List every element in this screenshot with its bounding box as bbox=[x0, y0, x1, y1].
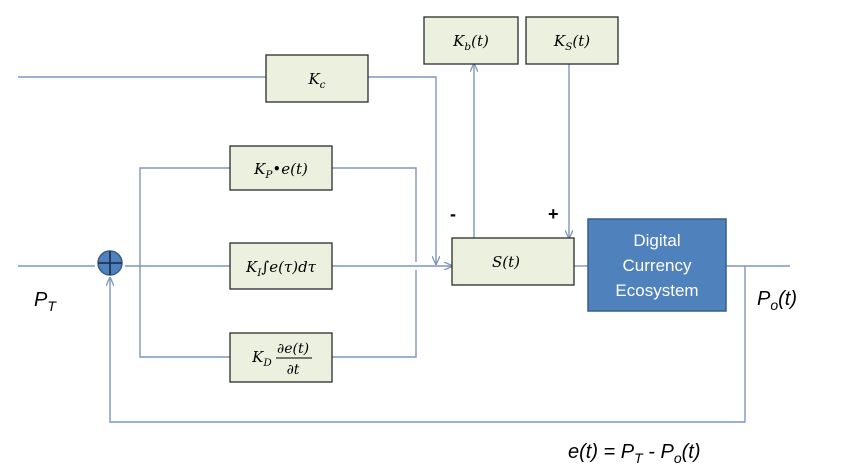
error-b: - P bbox=[643, 441, 675, 463]
block-kb: Kb(t) bbox=[423, 16, 519, 65]
feedback-arrow bbox=[110, 266, 746, 423]
ks-rest: (t) bbox=[572, 32, 590, 50]
block-kc: Kc bbox=[265, 54, 369, 103]
kd-sub: D bbox=[262, 357, 272, 369]
kb-sub: b bbox=[464, 41, 471, 53]
kp-output-line bbox=[332, 167, 417, 262]
block-s: S(t) bbox=[451, 237, 575, 286]
ki-rest: ∫e(τ)dτ bbox=[261, 258, 316, 276]
kc-sub: c bbox=[320, 79, 326, 91]
ecosystem-line3: Ecosystem bbox=[615, 281, 698, 300]
svg-text:KS(t): KS(t) bbox=[553, 32, 590, 53]
pt-label: PT bbox=[34, 289, 57, 314]
ecosystem-line2: Currency bbox=[623, 256, 692, 275]
connections bbox=[18, 64, 790, 423]
kd-main: K bbox=[251, 348, 264, 366]
svg-text:KI∫e(τ)dτ: KI∫e(τ)dτ bbox=[245, 258, 317, 279]
po-rest: (t) bbox=[778, 288, 797, 310]
kc-output-arrow bbox=[368, 76, 436, 264]
error-a-sub: T bbox=[634, 450, 644, 466]
kd-denominator: ∂t bbox=[287, 362, 300, 378]
svg-text:KP•e(t): KP•e(t) bbox=[253, 160, 308, 181]
kb-rest: (t) bbox=[471, 32, 489, 50]
ks-main: K bbox=[553, 32, 566, 50]
error-a: e(t) = P bbox=[568, 441, 635, 463]
kb-main: K bbox=[452, 32, 465, 50]
svg-text:Kb(t): Kb(t) bbox=[452, 32, 489, 53]
block-ki: KI∫e(τ)dτ bbox=[229, 242, 333, 290]
svg-text:Kc: Kc bbox=[307, 70, 325, 91]
pt-main: P bbox=[34, 289, 48, 311]
kp-main: K bbox=[253, 160, 266, 178]
branch-to-kp-line bbox=[139, 167, 230, 266]
po-label: Po(t) bbox=[757, 288, 797, 313]
kc-main: K bbox=[307, 70, 320, 88]
ki-sub: I bbox=[256, 267, 262, 279]
kp-rest: •e(t) bbox=[272, 160, 308, 178]
kd-numerator: ∂e(t) bbox=[277, 341, 309, 357]
minus-sign: - bbox=[450, 204, 456, 224]
block-kp: KP•e(t) bbox=[229, 145, 333, 191]
svg-text:KD: KD bbox=[251, 348, 272, 369]
pt-sub: T bbox=[47, 298, 57, 314]
error-c: (t) bbox=[682, 441, 701, 463]
block-ecosystem: Digital Currency Ecosystem bbox=[587, 218, 727, 312]
error-b-sub: o bbox=[674, 450, 682, 466]
error-equation: e(t) = PT - Po(t) bbox=[568, 441, 701, 466]
kd-output-line bbox=[332, 270, 417, 358]
plus-sign: + bbox=[548, 204, 559, 224]
block-kd: KD ∂e(t) ∂t bbox=[229, 332, 333, 383]
s-label: S(t) bbox=[492, 253, 520, 271]
ki-main: K bbox=[245, 258, 258, 276]
branch-to-kd-line bbox=[139, 266, 230, 358]
po-main: P bbox=[757, 288, 771, 310]
kp-sub: P bbox=[264, 169, 273, 181]
block-ks: KS(t) bbox=[525, 16, 619, 65]
ks-sub: S bbox=[565, 41, 572, 53]
ecosystem-line1: Digital bbox=[633, 231, 680, 250]
po-sub: o bbox=[770, 297, 778, 313]
summing-junction bbox=[97, 250, 123, 276]
